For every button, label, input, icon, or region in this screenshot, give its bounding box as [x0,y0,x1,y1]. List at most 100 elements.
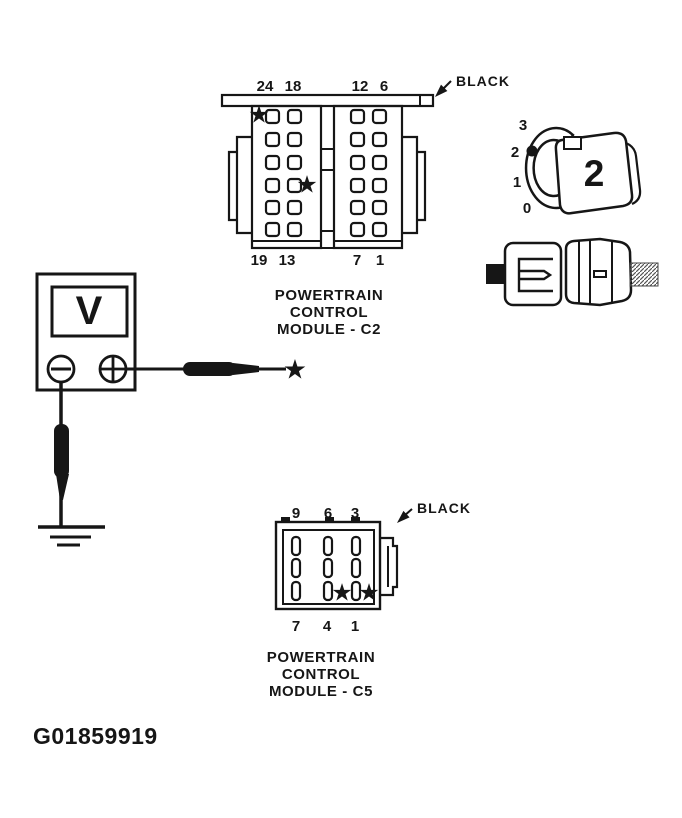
positive-test-lead: ★ [126,355,307,385]
c5-pin-label: 7 [292,618,300,635]
c5-outer-shell [274,520,382,611]
c2-pin-cavity [286,131,303,148]
c2-pin-label: 19 [251,252,268,269]
positive-probe-body [183,362,236,376]
range-dial-indicator: 3 2 1 0 2 [511,117,642,217]
c2-pin-cavity [264,177,281,194]
dial-knob-edge [625,141,642,206]
c2-right-cavity [332,104,404,250]
c5-pin-cavity [322,557,334,579]
c2-pin-cavity [286,199,303,216]
c5-caption-line: POWERTRAIN [267,649,376,666]
c5-top-tick [325,517,334,523]
c2-black-callout: BLACK [435,73,510,97]
c5-caption-line: MODULE - C5 [269,683,373,700]
c2-pin-cavity [349,199,366,216]
c5-pin-cavity [350,557,362,579]
c2-caption-line: CONTROL [290,304,368,321]
pcm-c2-connector: ★ ★ [220,93,435,250]
c5-inner-shell [282,529,375,605]
c2-color-label: BLACK [456,73,510,89]
voltmeter-display-label: V [76,289,103,333]
c2-pin-cavity [349,108,366,125]
c2-right-latch [402,135,427,235]
c2-pin-labels: 24 18 12 6 19 13 7 1 [251,78,389,269]
c2-pin-cavity [349,131,366,148]
pcm-c5-caption: POWERTRAIN CONTROL MODULE - C5 [267,649,376,700]
dial-scale-label: 0 [523,200,531,217]
c2-pin-label: 6 [380,78,388,95]
c2-pin-cavity [371,108,388,125]
c2-pin-cavity [349,154,366,171]
dial-scale-label: 2 [511,144,519,161]
test-point-star-icon: ★ [248,102,270,129]
test-point-star-icon: ★ [283,355,307,385]
c2-pin-cavity [264,131,281,148]
test-point-star-icon: ★ [331,580,353,607]
c2-caption-line: MODULE - C2 [277,321,381,338]
c2-pin-cavity [264,199,281,216]
pcm-c5-connector: ★ ★ [274,517,399,611]
c5-pin-label: 1 [351,618,359,635]
c2-pin-label: 18 [285,78,302,95]
c5-pin-cavity [322,580,334,602]
c5-pin-label: 3 [351,505,359,522]
c5-pin-label: 4 [323,618,332,635]
c5-pin-label: 6 [324,505,332,522]
c2-pin-grid [264,108,388,238]
c2-pin-label: 24 [257,78,274,95]
c2-pin-label: 1 [376,252,384,269]
negative-probe-tip [56,474,69,500]
c5-caption-line: CONTROL [282,666,360,683]
connector-body-bands [578,240,613,304]
c2-left-latch [227,135,252,235]
c5-callout-arrowhead-icon [397,510,410,523]
pcm-c2-caption: POWERTRAIN CONTROL MODULE - C2 [275,287,384,338]
negative-test-lead [54,382,69,527]
c2-pin-cavity [286,177,303,194]
inline-connector-pair [486,237,659,307]
c2-pin-cavity [264,221,281,238]
c5-pin-labels: 9 6 3 7 4 1 [292,505,359,635]
c2-pin-cavity [286,221,303,238]
c2-pin-cavity [286,108,303,125]
c5-top-tick [351,517,360,523]
c5-pin-cavity [290,535,302,557]
right-wire-stub [629,262,659,287]
voltmeter: V [35,272,137,392]
ground-symbol [38,525,105,547]
c2-pin-label: 12 [352,78,369,95]
c5-pin-cavity [322,535,334,557]
c5-pin-cavity [290,557,302,579]
dial-knob-shape [554,131,634,215]
c2-pin-cavity [371,221,388,238]
c5-pin-cavity [350,580,362,602]
test-point-star-icon: ★ [358,580,380,607]
dial-scale-label: 1 [513,174,521,191]
c2-pin-cavity [349,177,366,194]
voltmeter-body [35,272,137,392]
terminal-slot-shape [517,257,553,293]
connector-lock-slot [593,270,607,278]
c2-pin-cavity [371,154,388,171]
c2-caption-line: POWERTRAIN [275,287,384,304]
c5-pin-label: 9 [292,505,300,522]
dial-scale-label: 3 [519,117,527,134]
c5-right-latch [380,536,399,597]
connector-half-left [503,241,563,307]
c2-pin-cavity [371,131,388,148]
positive-probe-tip [233,363,259,375]
negative-probe-body [54,424,69,478]
figure-id: G01859919 [33,723,158,749]
dial-selected-position: 2 [584,153,605,194]
dial-knob-notch [563,136,582,150]
c2-pin-cavity [371,177,388,194]
c2-center-rail [320,105,335,249]
c2-pin-cavity [371,199,388,216]
c2-pin-cavity [286,154,303,171]
c2-callout-arrowhead-icon [435,84,448,97]
c2-callout-line [442,80,452,90]
c5-color-label: BLACK [417,500,471,516]
test-point-star-icon: ★ [296,172,318,199]
